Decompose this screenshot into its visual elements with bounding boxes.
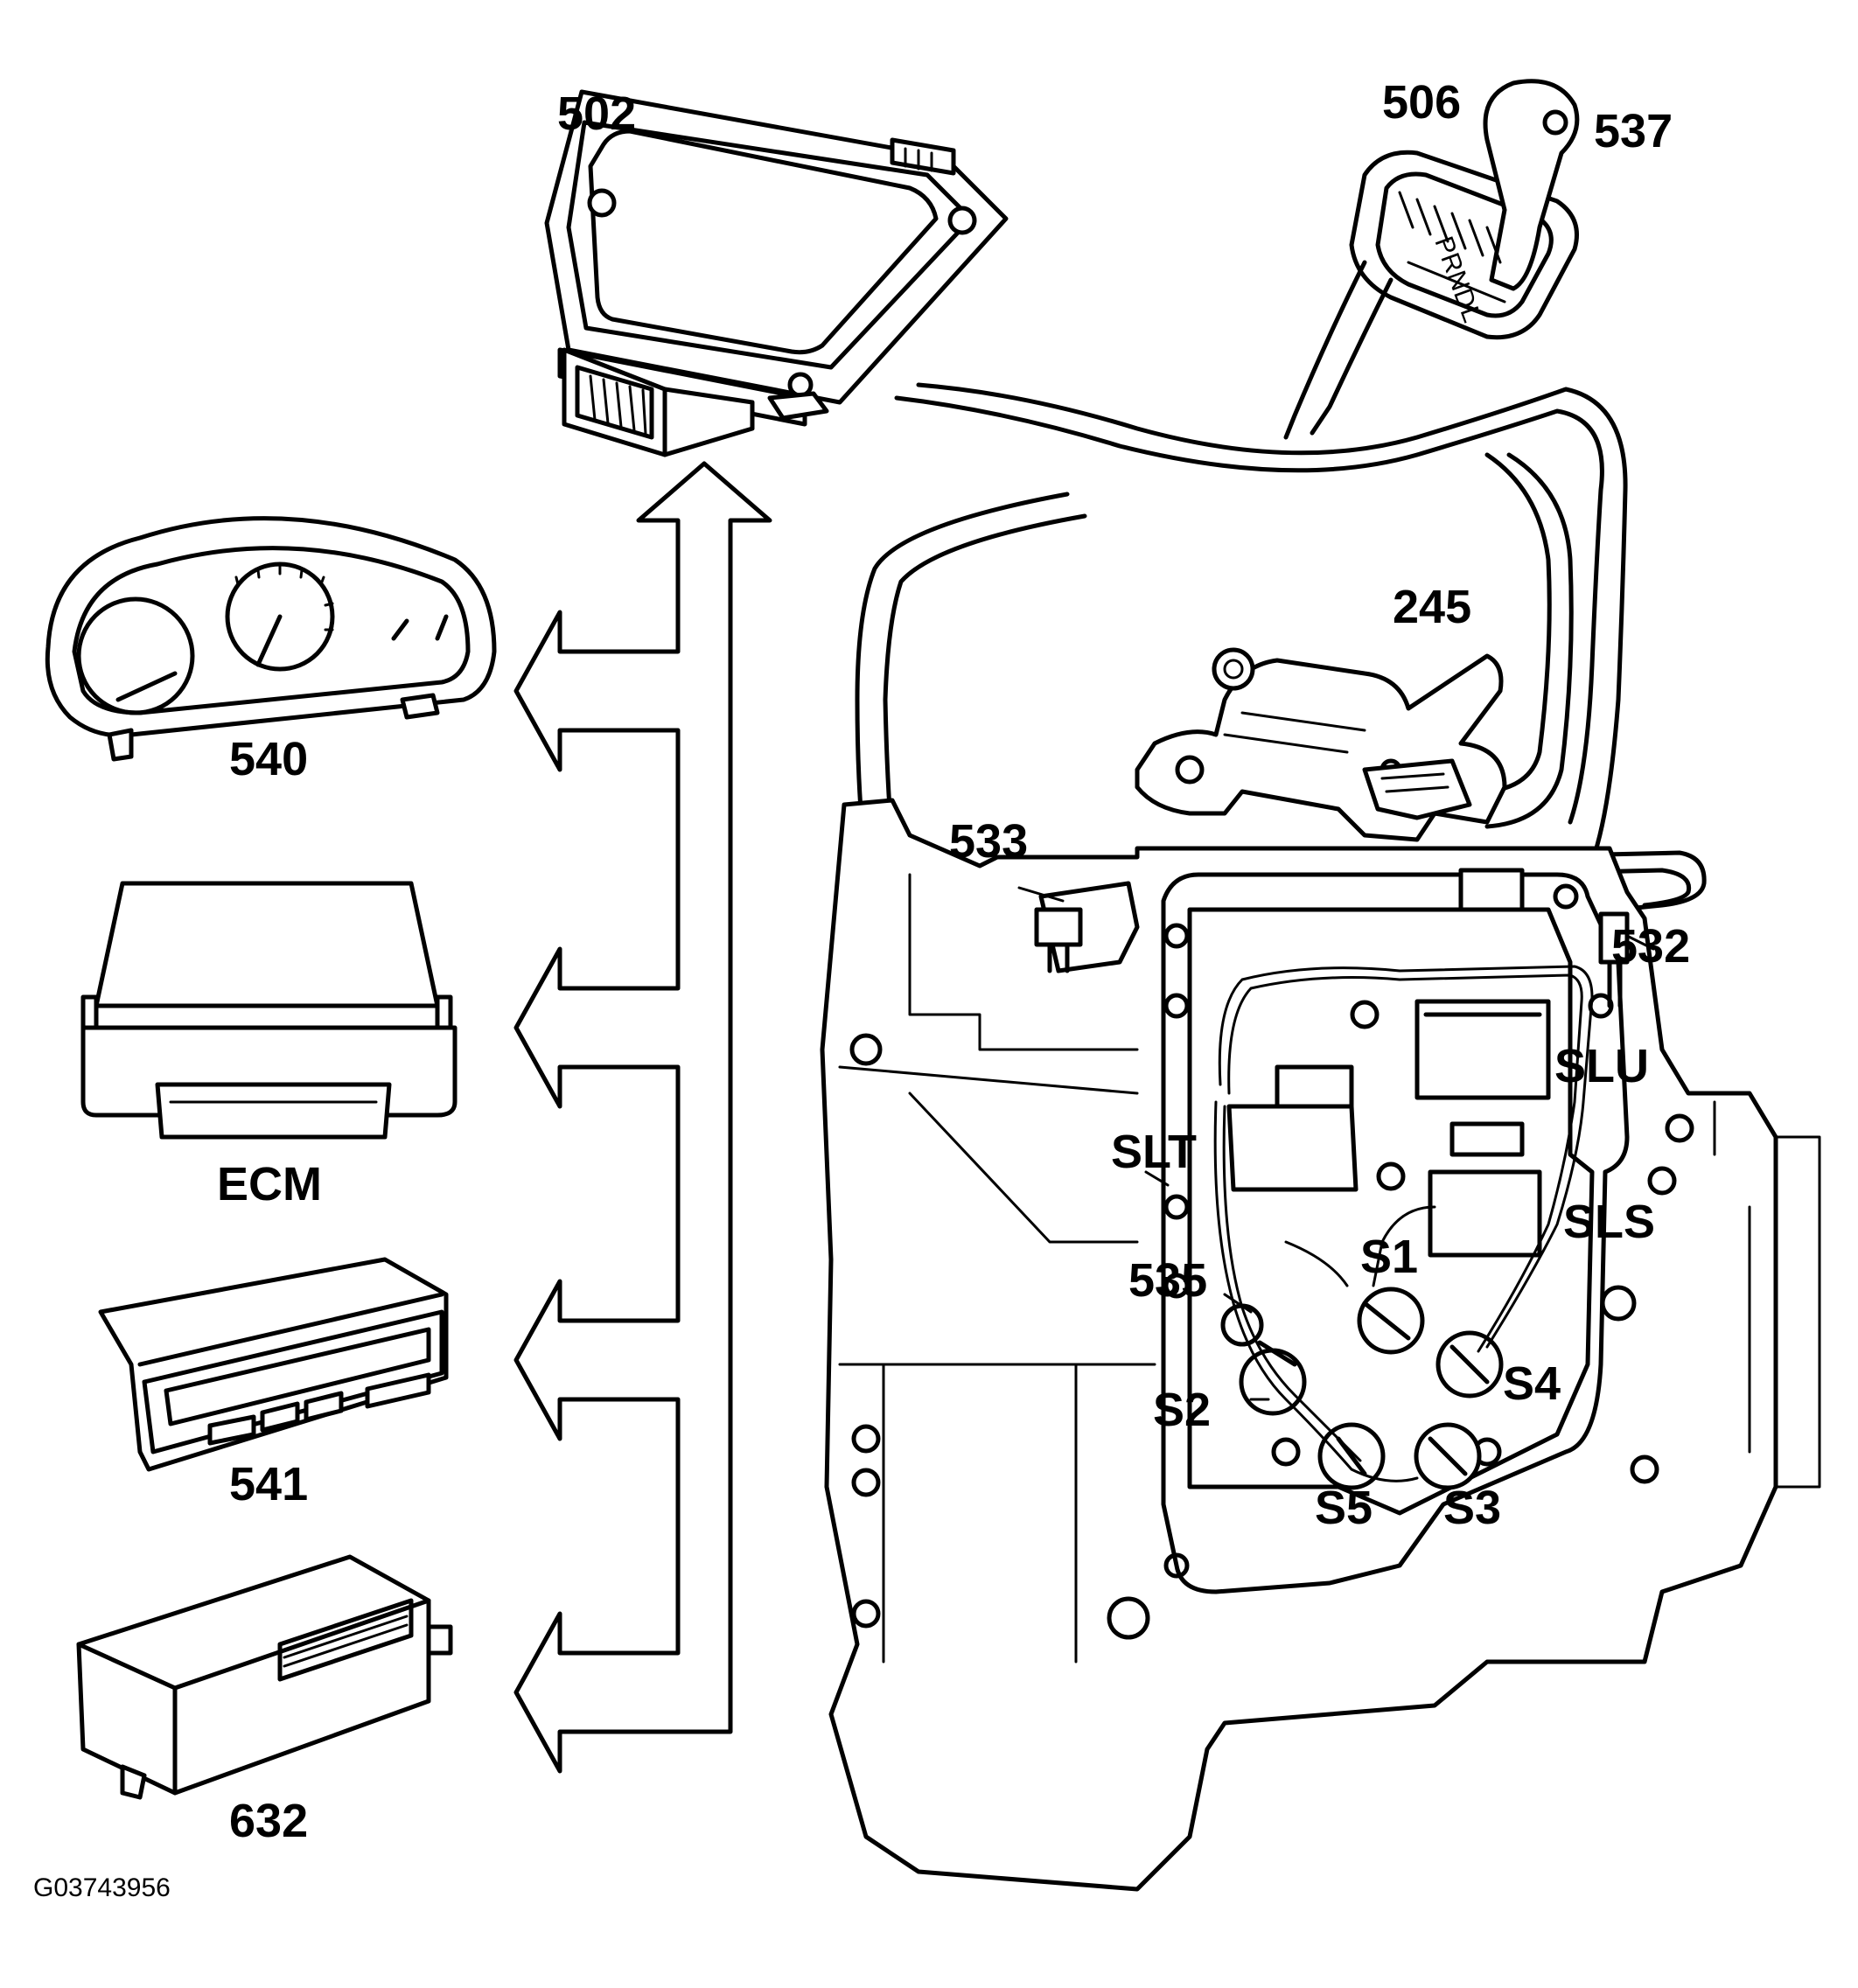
label-541: 541 (229, 1458, 308, 1510)
label-slu: SLU (1554, 1040, 1649, 1092)
label-s2: S2 (1153, 1384, 1211, 1436)
gear-selector-506: PRNDL (1349, 79, 1580, 340)
label-632: 632 (229, 1795, 308, 1847)
label-533: 533 (949, 815, 1028, 868)
label-535: 535 (1128, 1254, 1207, 1307)
label-506: 506 (1382, 76, 1461, 129)
transmission-housing (820, 798, 1821, 1892)
label-ecm: ECM (217, 1158, 322, 1210)
label-502: 502 (557, 87, 636, 140)
label-s3: S3 (1443, 1482, 1501, 1534)
range-switch-245 (1135, 647, 1507, 842)
instrument-cluster-540 (45, 516, 497, 762)
label-245: 245 (1393, 581, 1471, 633)
label-slt: SLT (1111, 1126, 1197, 1178)
signal-bus-arrows (513, 461, 772, 1774)
ecm-module (80, 881, 458, 1140)
labels: 502 506 537 245 540 ECM 541 632 533 532 … (33, 76, 1690, 1902)
display-module-541 (98, 1257, 449, 1472)
label-sls: SLS (1563, 1196, 1655, 1248)
leader-lines (1017, 886, 1655, 1401)
figure-code: G03743956 (33, 1873, 171, 1902)
control-module-632 (76, 1554, 453, 1800)
tcm-module-502 (544, 89, 1009, 457)
label-537: 537 (1594, 105, 1673, 157)
label-532: 532 (1611, 920, 1690, 973)
label-s1: S1 (1360, 1231, 1418, 1283)
label-540: 540 (229, 733, 308, 785)
label-s4: S4 (1503, 1357, 1561, 1410)
label-s5: S5 (1315, 1482, 1373, 1534)
